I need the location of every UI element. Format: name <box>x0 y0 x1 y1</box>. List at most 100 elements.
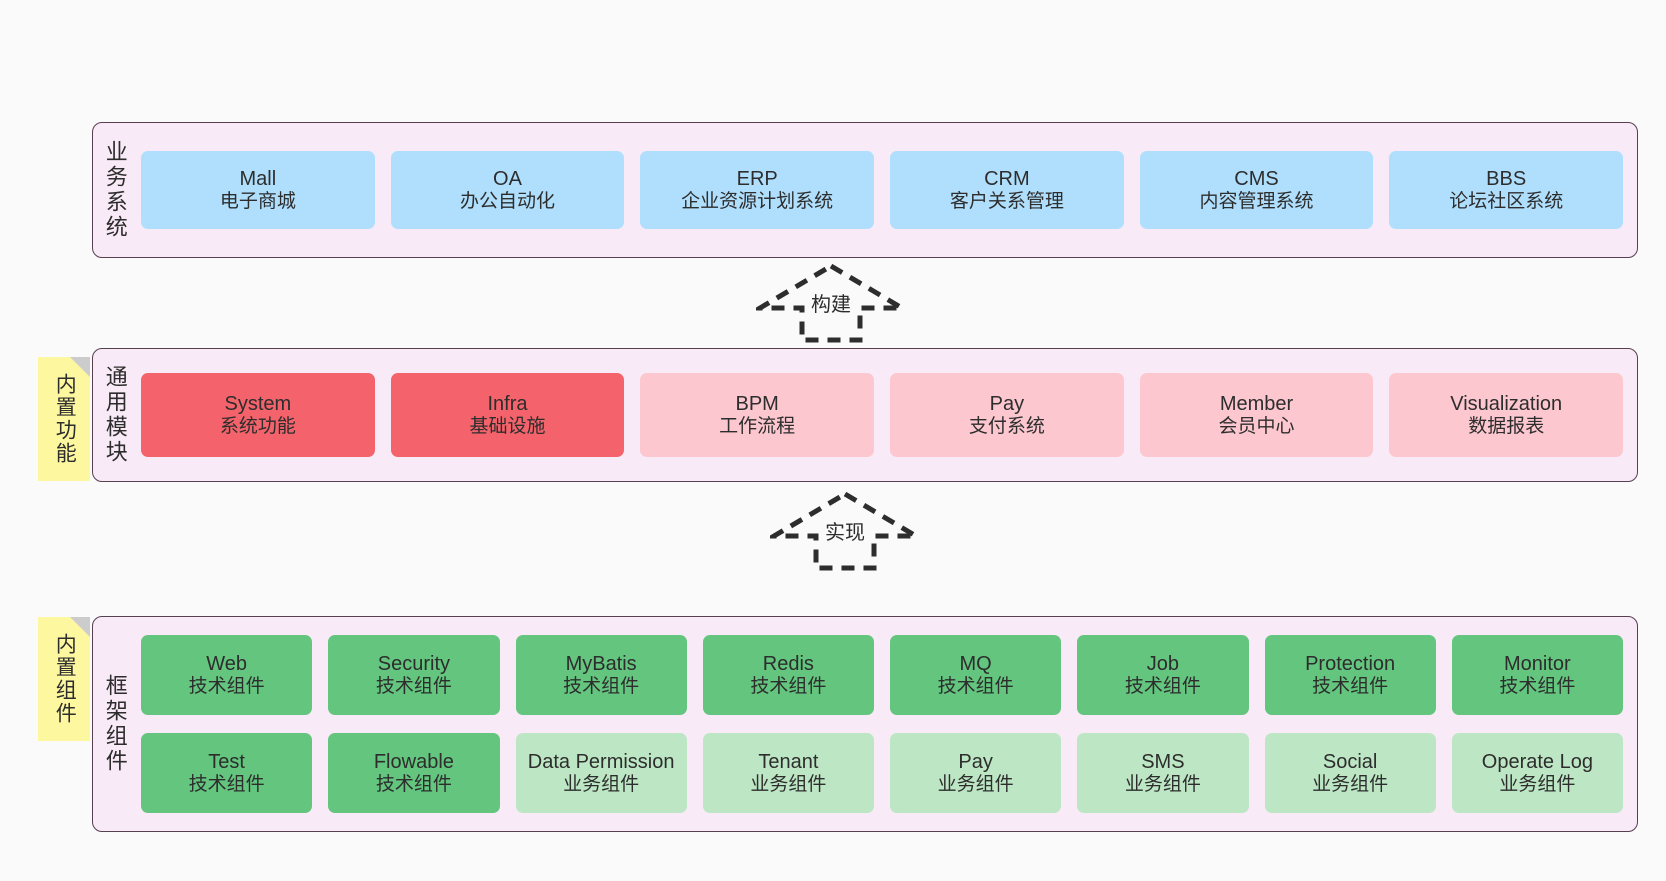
module-card-subtitle: 会员中心 <box>1218 415 1295 437</box>
module-card-subtitle: 工作流程 <box>719 415 796 437</box>
module-card-subtitle: 技术组件 <box>1312 675 1389 697</box>
module-card-title: Web <box>206 652 247 675</box>
note-builtin-components: 内置组件 <box>38 617 90 741</box>
module-card-title: ERP <box>736 167 778 190</box>
module-card-subtitle: 技术组件 <box>750 675 827 697</box>
connector-build-arrow: 构建 <box>750 262 912 344</box>
implement-arrow-shape <box>764 491 926 571</box>
module-card-subtitle: 技术组件 <box>1124 675 1201 697</box>
note-fold-corner-icon <box>70 617 90 637</box>
note-fold-corner-icon <box>70 357 90 377</box>
build-arrow-shape <box>750 263 912 343</box>
module-card-title: Job <box>1146 652 1179 675</box>
module-card-title: Infra <box>487 392 528 415</box>
module-card-title: Monitor <box>1504 652 1571 675</box>
module-card-title: Data Permission <box>527 750 675 773</box>
module-card-title: Redis <box>762 652 814 675</box>
module-card-title: OA <box>493 167 522 190</box>
module-card-title: Tenant <box>758 750 819 773</box>
note-builtin-features: 内置功能 <box>38 357 90 481</box>
module-card-subtitle: 系统功能 <box>219 415 296 437</box>
module-card-title: SMS <box>1141 750 1185 773</box>
module-card-subtitle: 技术组件 <box>563 675 640 697</box>
module-card-title: Member <box>1219 392 1294 415</box>
module-card-title: Operate Log <box>1481 750 1593 773</box>
module-card-title: Pay <box>958 750 993 773</box>
module-card-title: Protection <box>1305 652 1396 675</box>
module-card-title: CMS <box>1234 167 1279 190</box>
module-card-subtitle: 业务组件 <box>750 773 827 795</box>
module-card-subtitle: 基础设施 <box>469 415 546 437</box>
module-card-subtitle: 技术组件 <box>937 675 1014 697</box>
module-card-subtitle: 业务组件 <box>1499 773 1576 795</box>
module-card-title: MyBatis <box>565 652 637 675</box>
module-card-subtitle: 客户关系管理 <box>949 190 1064 212</box>
module-card-subtitle: 技术组件 <box>375 773 452 795</box>
module-card-title: Pay <box>989 392 1025 415</box>
module-card-subtitle: 技术组件 <box>188 773 265 795</box>
module-card-title: Social <box>1322 750 1378 773</box>
module-card-subtitle: 业务组件 <box>563 773 640 795</box>
module-card-title: Security <box>377 652 450 675</box>
module-card-subtitle: 技术组件 <box>375 675 452 697</box>
module-card-subtitle: 业务组件 <box>1312 773 1389 795</box>
module-card-subtitle: 技术组件 <box>188 675 265 697</box>
module-card-title: BBS <box>1486 167 1527 190</box>
module-card-title: MQ <box>959 652 992 675</box>
layer-module-title: 通用模块 <box>102 365 128 465</box>
note-builtin-components-label: 内置组件 <box>53 633 77 725</box>
module-card-subtitle: 业务组件 <box>937 773 1014 795</box>
module-card-subtitle: 办公自动化 <box>460 190 556 212</box>
module-card-title: Flowable <box>373 750 454 773</box>
module-card-subtitle: 数据报表 <box>1468 415 1545 437</box>
module-card-title: Mall <box>239 167 277 190</box>
module-card-subtitle: 电子商城 <box>219 190 296 212</box>
connector-implement-arrow: 实现 <box>764 490 926 572</box>
layer-framework-title: 框架组件 <box>102 674 128 774</box>
module-card-title: BPM <box>735 392 779 415</box>
module-card-title: System <box>224 392 292 415</box>
module-card-subtitle: 支付系统 <box>968 415 1045 437</box>
module-card-title: Visualization <box>1450 392 1563 415</box>
module-card-title: CRM <box>984 167 1030 190</box>
note-builtin-features-label: 内置功能 <box>53 373 77 465</box>
layer-business-title: 业务系统 <box>102 140 128 240</box>
